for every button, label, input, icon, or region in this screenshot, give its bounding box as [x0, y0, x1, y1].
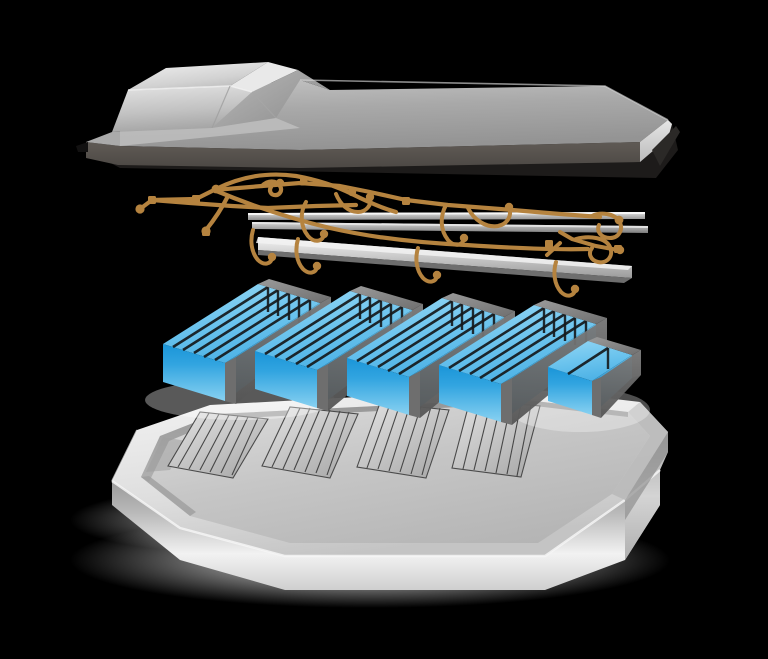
tray-outer-wall [112, 470, 660, 590]
cooling-strip [261, 406, 359, 479]
cover-right-chamfer [640, 120, 672, 162]
tray-chamfer-facet [612, 402, 668, 500]
layer-wiring-harness [135, 172, 648, 298]
busbar-rail [256, 237, 632, 283]
tray-corner-shadow [146, 437, 186, 472]
cooling-strip [167, 411, 269, 479]
cover-right-edge-dark [652, 126, 680, 166]
tray-rim-highlight-left [111, 429, 138, 482]
tray-inner-wall-left [141, 476, 196, 516]
extra-cell-pair [548, 337, 641, 418]
cover-front-rim [86, 120, 672, 168]
wire-drop-hooks [249, 192, 623, 298]
tray-chamfer-edge [625, 432, 668, 520]
layer-cell-modules [145, 279, 650, 432]
busbar-rail [252, 222, 648, 233]
cover-left-tip [76, 142, 88, 152]
cover-raised-hump [112, 62, 330, 132]
cover-back-highlight [299, 79, 669, 121]
layer-lower-tray [70, 388, 670, 608]
wire-connector-nubs [135, 178, 625, 294]
layer-top-cover [76, 62, 680, 178]
cover-left-lip [86, 118, 300, 146]
